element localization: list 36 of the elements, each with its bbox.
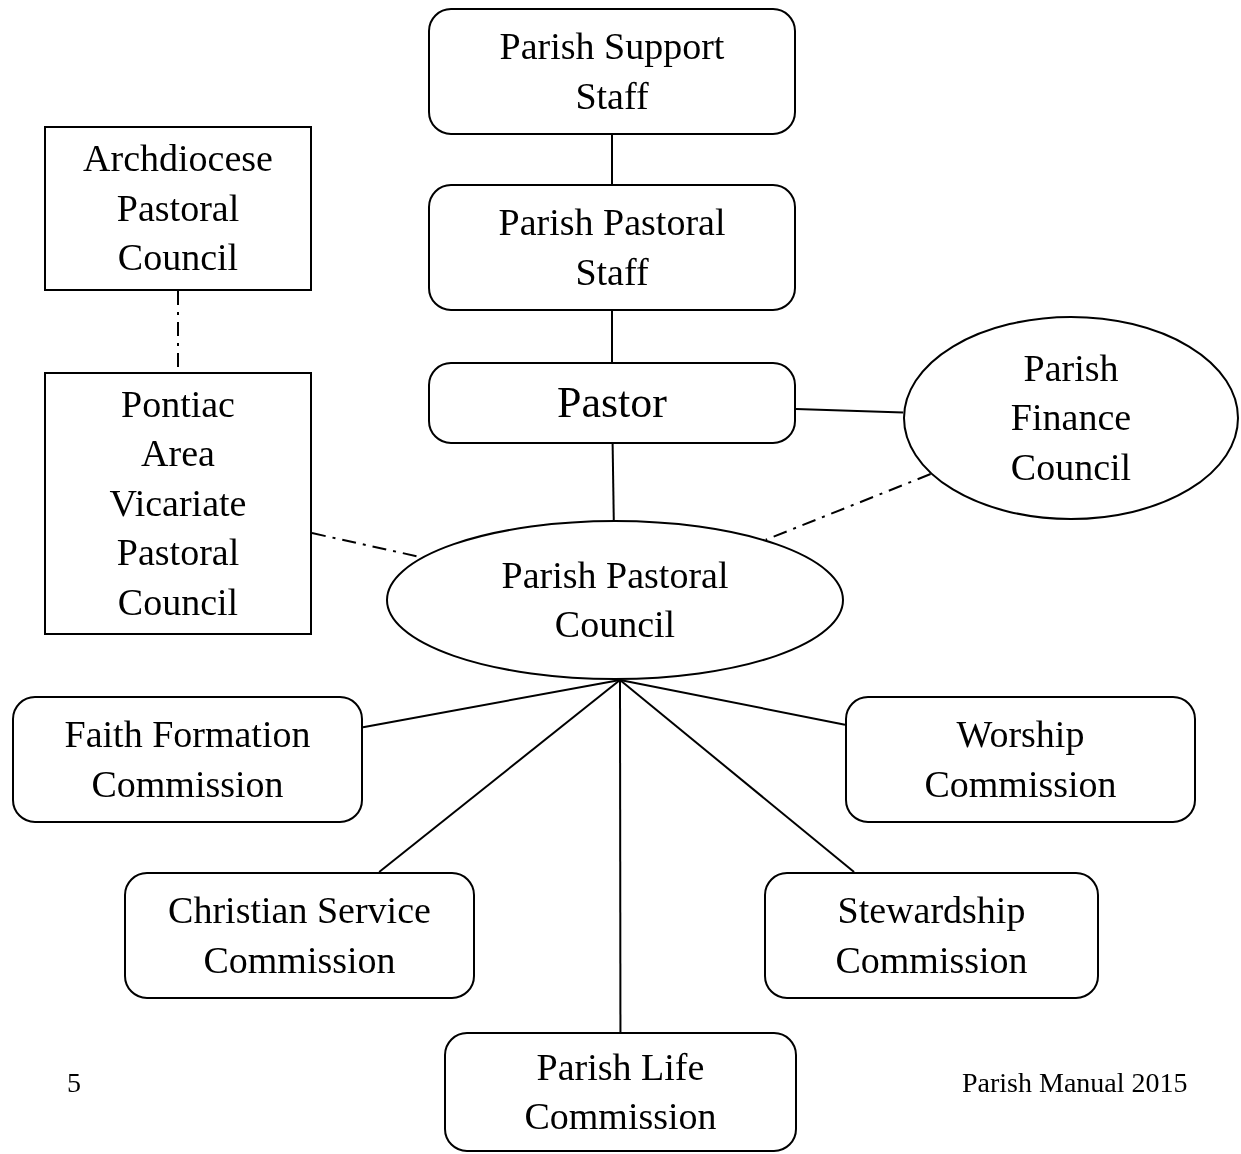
box [44,126,312,291]
connector-line [619,679,622,1033]
node-label: Parish Finance Council [1009,345,1133,490]
ellipse-node [386,520,844,680]
connector-line [619,679,856,873]
page-number: 5 [67,1067,81,1099]
node-label: Parish Support Staff [498,24,726,119]
box [44,372,312,635]
rounded-box [124,872,475,999]
rounded-box [845,696,1196,823]
connector-line [619,679,846,726]
dash-dot-connector [764,473,932,541]
connector-line [611,443,615,521]
ellipse-node [903,316,1239,520]
rounded-box [428,362,796,444]
node-label: Parish Pastoral Staff [497,200,727,295]
node-label: Pastor [557,377,667,430]
footer-text: Parish Manual 2015 [962,1067,1188,1099]
node-label: Pontiac Area Vicariate Pastoral Council [108,382,248,625]
node-label: Stewardship Commission [834,888,1029,983]
node-label: Christian Service Commission [167,888,432,983]
rounded-box [428,184,796,311]
connector-line [611,134,613,185]
connector-line [611,310,613,363]
connector-line [795,408,905,414]
rounded-box [428,8,796,135]
rounded-box [764,872,1099,999]
node-label: Parish Pastoral Council [500,552,730,647]
node-label: Parish Life Commission [523,1044,718,1139]
connector-line [378,679,621,873]
node-label: Archdiocese Pastoral Council [82,136,274,281]
node-label: Faith Formation Commission [63,712,312,807]
rounded-box [444,1032,797,1152]
node-label: Worship Commission [923,712,1118,807]
connector-line [362,679,621,729]
rounded-box [12,696,363,823]
